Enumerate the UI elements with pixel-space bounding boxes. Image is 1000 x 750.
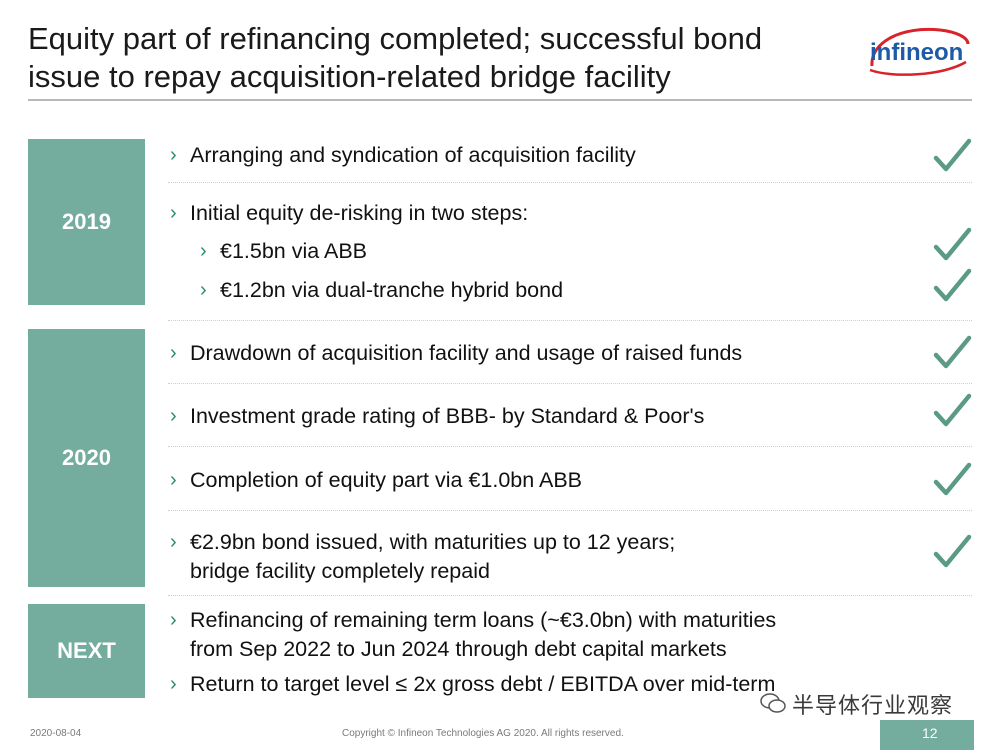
chevron-icon: ›: [200, 279, 207, 301]
check-icon: [933, 534, 972, 568]
infineon-logo: infineon: [869, 27, 970, 76]
chevron-icon: ›: [170, 342, 177, 364]
list-item-2020-a: Drawdown of acquisition facility and usa…: [190, 341, 743, 365]
list-item-next-a-line1: Refinancing of remaining term loans (~€3…: [190, 608, 777, 632]
title-divider: [28, 99, 972, 101]
year-2019-text: 2019: [62, 209, 111, 234]
page-number-box: [880, 720, 974, 750]
title-line-1: Equity part of refinancing completed; su…: [28, 21, 763, 56]
list-item-2020-d-line1: €2.9bn bond issued, with maturities up t…: [190, 530, 676, 554]
logo-wordmark: infineon: [870, 39, 963, 66]
row-divider: [168, 182, 972, 183]
check-icon: [933, 138, 972, 172]
chevron-icon: ›: [170, 202, 177, 224]
chevron-icon: ›: [170, 673, 177, 695]
list-item-2020-b: Investment grade rating of BBB- by Stand…: [190, 404, 705, 428]
row-divider: [168, 383, 972, 384]
check-icon: [933, 268, 972, 302]
watermark-text: 半导体行业观察: [792, 693, 954, 718]
next-text: NEXT: [57, 638, 116, 663]
year-label-2020: 2020: [28, 329, 145, 587]
list-item-2019-a: Arranging and syndication of acquisition…: [190, 143, 636, 167]
chevron-icon: ›: [170, 609, 177, 631]
footer-date: 2020-08-04: [30, 728, 82, 739]
year-label-2019: 2019: [28, 139, 145, 305]
row-divider: [168, 510, 972, 511]
row-divider: [168, 595, 972, 596]
chevron-icon: ›: [170, 144, 177, 166]
row-divider: [168, 446, 972, 447]
row-divider: [168, 320, 972, 321]
list-item-next-a-line2: from Sep 2022 to Jun 2024 through debt c…: [190, 637, 727, 661]
list-item-2020-d-line2: bridge facility completely repaid: [190, 559, 490, 583]
chat-bubble-icon: [760, 693, 786, 713]
year-label-next: NEXT: [28, 604, 145, 698]
list-item-2020-c: Completion of equity part via €1.0bn ABB: [190, 468, 583, 492]
page-number: 12: [922, 725, 938, 741]
check-icon: [933, 393, 972, 427]
chevron-icon: ›: [200, 240, 207, 262]
check-icon: [933, 462, 972, 496]
title-line-2: issue to repay acquisition-related bridg…: [28, 59, 671, 94]
footer-copyright: Copyright © Infineon Technologies AG 202…: [342, 728, 624, 739]
list-item-next-b: Return to target level ≤ 2x gross debt /…: [190, 672, 776, 696]
chevron-icon: ›: [170, 405, 177, 427]
list-item-2019-b1: €1.5bn via ABB: [220, 239, 368, 263]
chevron-icon: ›: [170, 469, 177, 491]
list-item-2019-b2: €1.2bn via dual-tranche hybrid bond: [220, 278, 564, 302]
list-item-2019-b: Initial equity de-risking in two steps:: [190, 201, 529, 225]
year-2020-text: 2020: [62, 445, 111, 470]
check-icon: [933, 227, 972, 261]
page-title: Equity part of refinancing completed; su…: [28, 20, 858, 96]
check-icon: [933, 335, 972, 369]
chevron-icon: ›: [170, 531, 177, 553]
